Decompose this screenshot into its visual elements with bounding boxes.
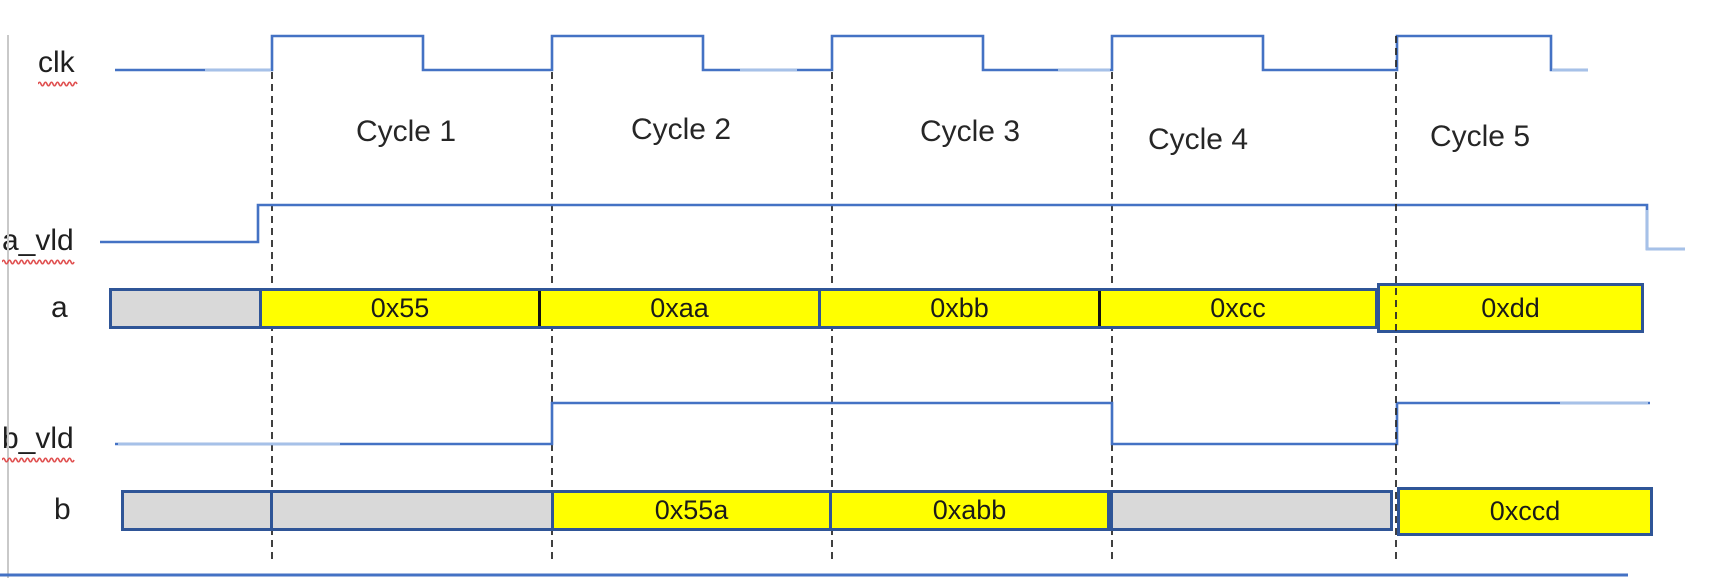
b-vld-signal-label: b_vld — [2, 422, 74, 455]
b-bus-segment-invalid-1 — [124, 493, 270, 528]
a-bus: 0x55 0xaa 0xbb 0xcc — [109, 288, 1378, 329]
b-vld-spellcheck-squiggle — [2, 457, 75, 463]
cycle-5-label: Cycle 5 — [1429, 120, 1531, 153]
clk-signal-label: clk — [38, 46, 75, 79]
a-bus-segment-0xdd: 0xdd — [1377, 283, 1644, 333]
b-bus-signal-label: b — [54, 493, 71, 526]
a-vld-spellcheck-squiggle — [2, 259, 75, 265]
waveform-light-overlays — [118, 68, 1685, 446]
b-bus-segment-0xccd: 0xccd — [1397, 487, 1653, 536]
a-bus-signal-label: a — [51, 291, 68, 324]
b-bus-segment-0x55a: 0x55a — [551, 493, 829, 528]
clk-spellcheck-squiggle — [38, 81, 78, 87]
a-bus-segment-0xbb: 0xbb — [818, 291, 1098, 326]
clk-waveform — [115, 34, 1588, 72]
a-bus-segment-0xaa: 0xaa — [538, 291, 818, 326]
a-vld-waveform — [100, 203, 1685, 251]
cycle-4-label: Cycle 4 — [1147, 123, 1249, 156]
b-bus: 0x55a 0xabb — [121, 490, 1110, 531]
a-bus-segment-invalid — [112, 291, 259, 326]
a-vld-signal-label: a_vld — [2, 224, 74, 257]
a-bus-segment-0xcc: 0xcc — [1098, 291, 1375, 326]
a-bus-segment-0x55: 0x55 — [259, 291, 538, 326]
b-bus-segment-invalid-2 — [270, 493, 551, 528]
cycle-3-label: Cycle 3 — [919, 115, 1021, 148]
cycle-boundary-dashed-lines — [271, 36, 1113, 562]
b-bus-segment-0xabb: 0xabb — [829, 493, 1107, 528]
cycle-2-label: Cycle 2 — [630, 113, 732, 146]
b-vld-waveform — [115, 401, 1650, 446]
b-bus-segment-invalid-3 — [1110, 490, 1393, 531]
cycle-1-label: Cycle 1 — [355, 115, 457, 148]
